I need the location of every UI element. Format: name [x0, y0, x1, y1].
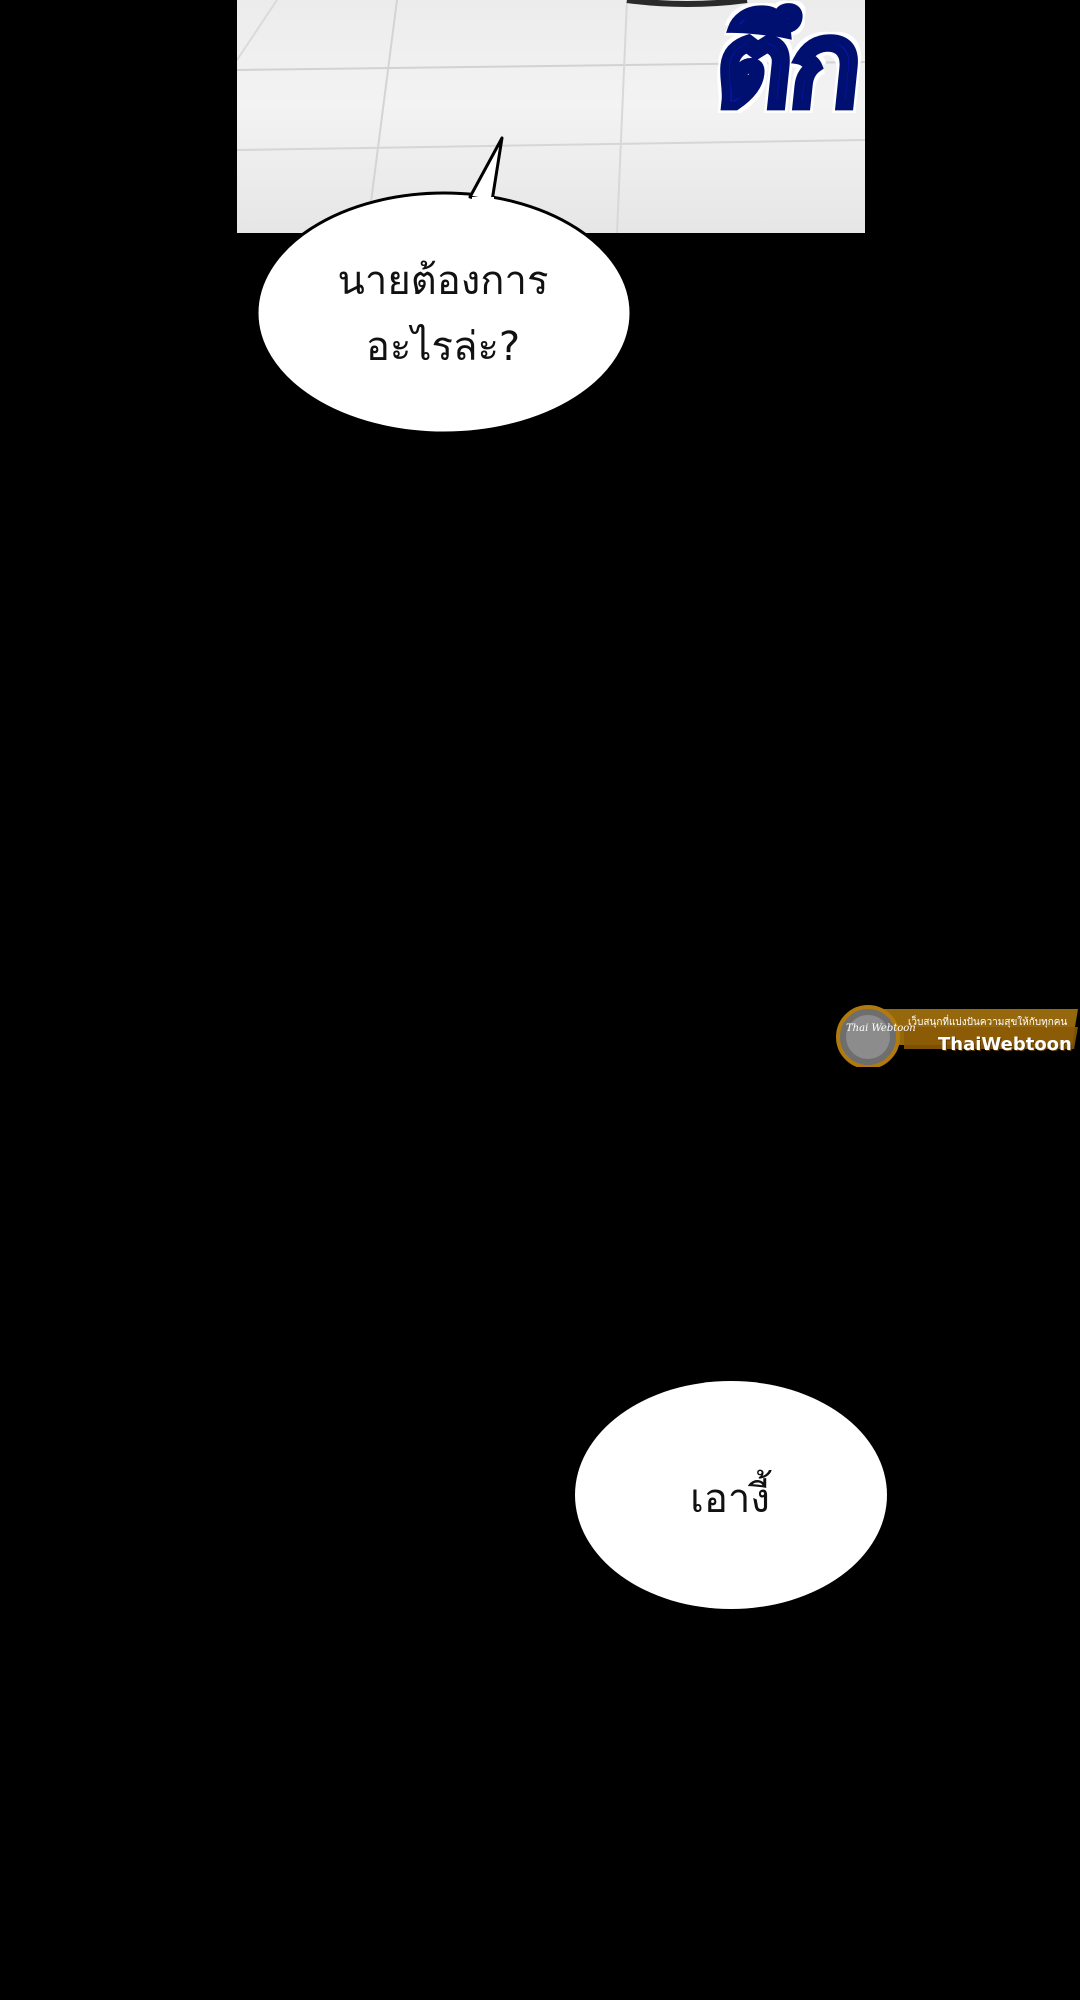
watermark-badge: Thai Webtoon เว็บสนุกที่แบ่งปันความสุขให… [834, 1001, 1078, 1069]
watermark-banner-shape [836, 1005, 1078, 1069]
tile-floor-art [237, 0, 865, 233]
speech-bubble-1-text: นายต้องการ อะไรล่ะ? [337, 258, 549, 370]
comic-panel: ตึก [237, 0, 865, 233]
watermark-tagline: เว็บสนุกที่แบ่งปันความสุขให้กับทุกคน [908, 1017, 1068, 1028]
speech-bubble-2 [575, 1381, 887, 1609]
speech-bubble-2-text: เอางี้ [690, 1476, 770, 1522]
watermark-logo-text: Thai Webtoon [846, 1023, 916, 1034]
speech-bubble-1 [255, 136, 633, 435]
watermark-brand-name: ThaiWebtoon [938, 1034, 1072, 1055]
